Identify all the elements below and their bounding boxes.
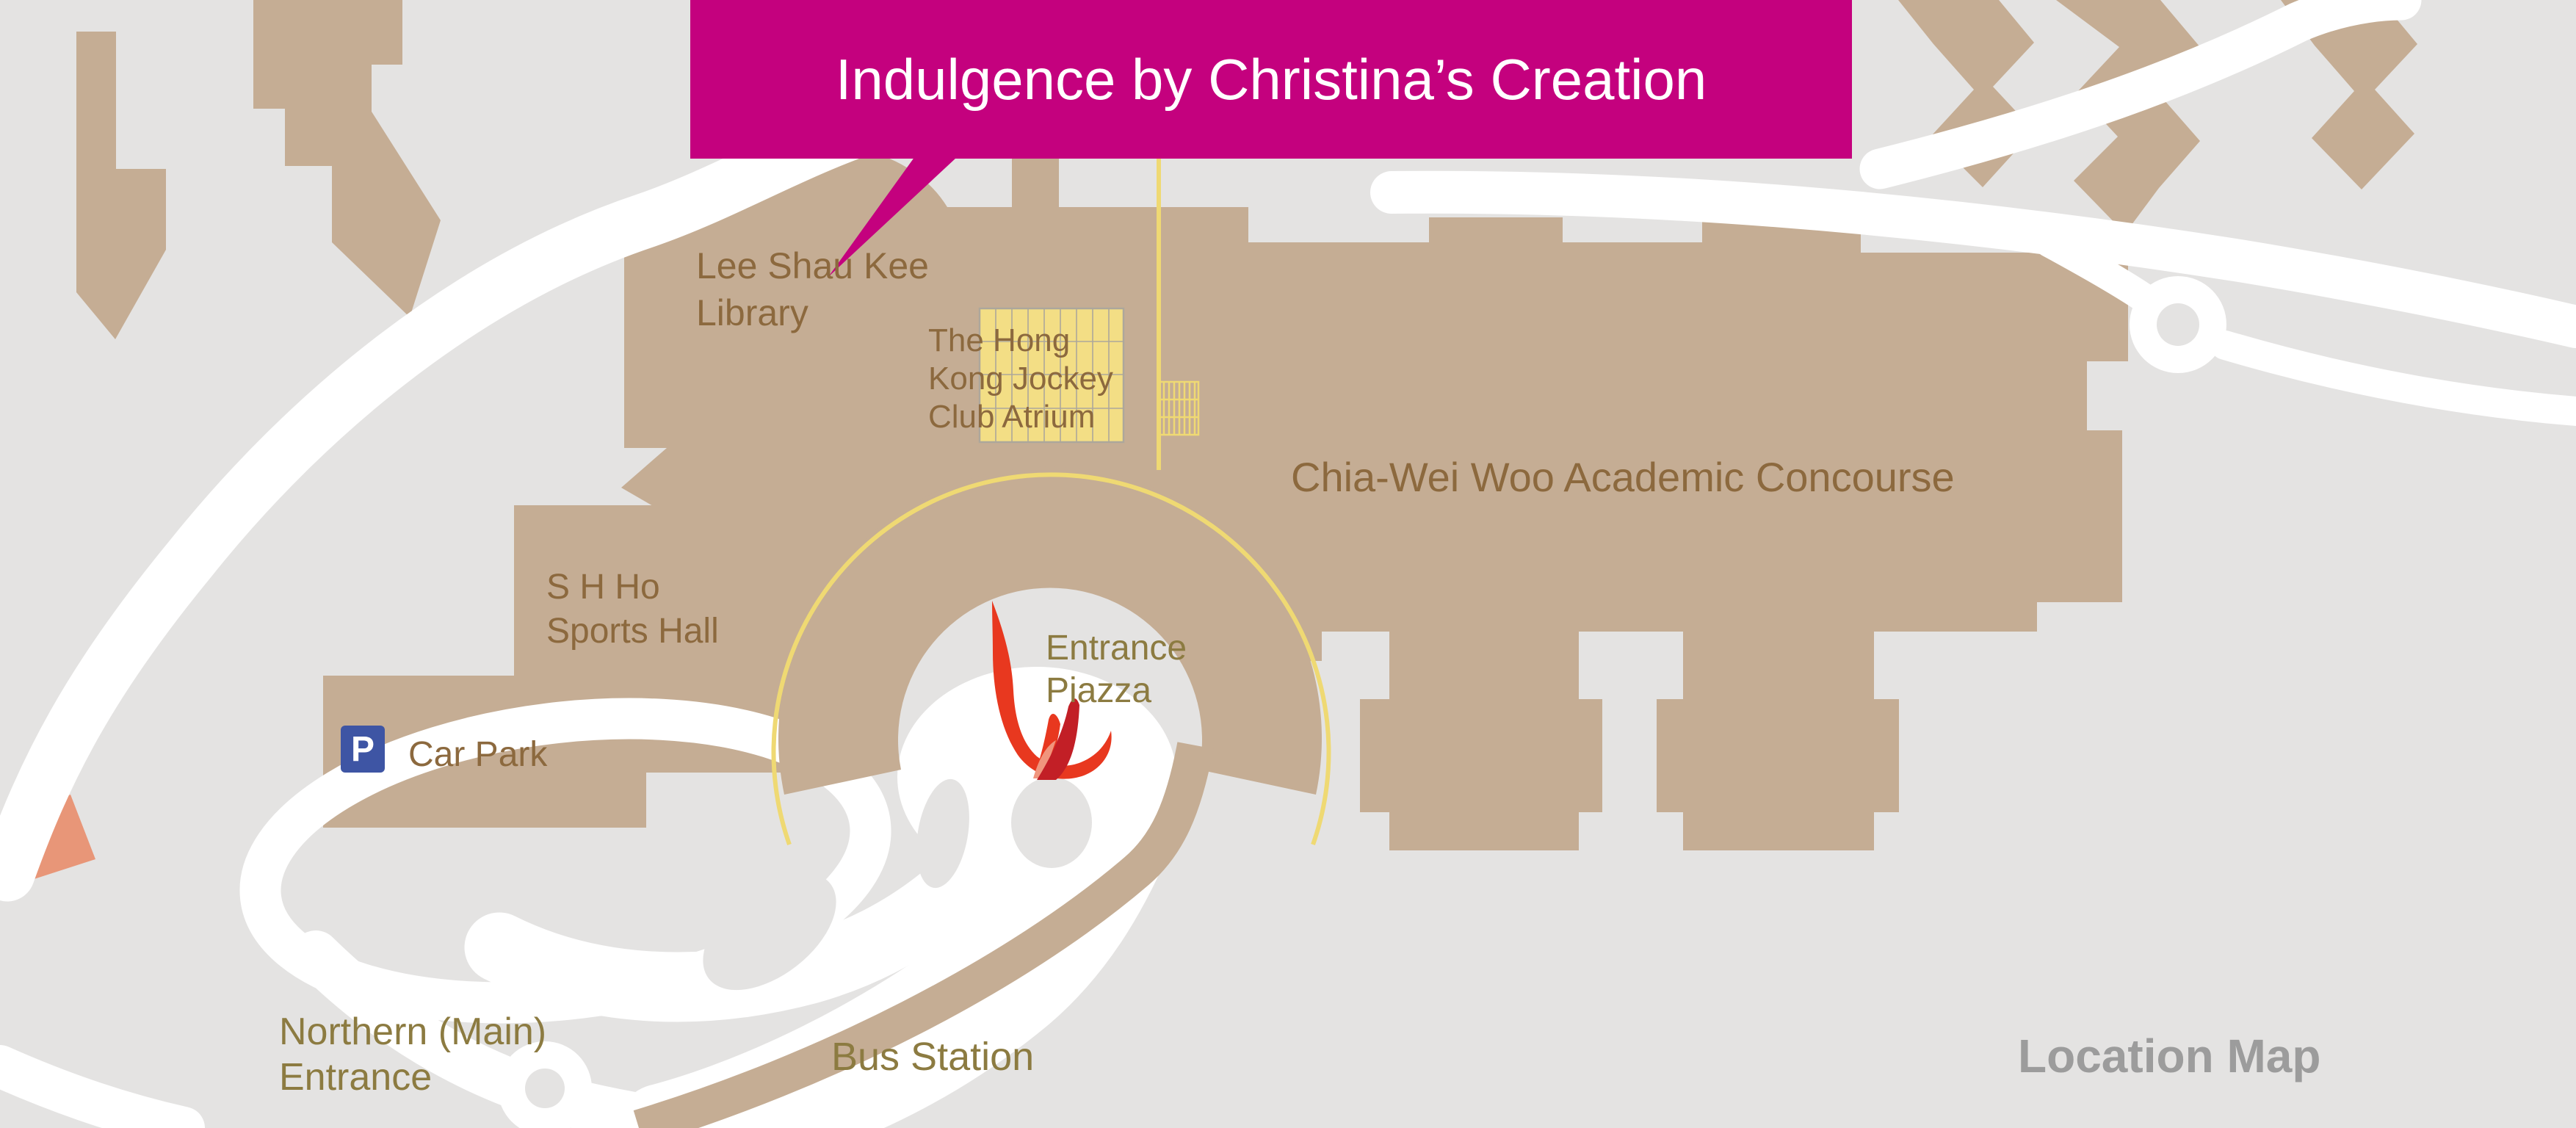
label-atrium-line1: The Hong: [928, 322, 1071, 358]
callout-banner: Indulgence by Christina’s Creation: [690, 0, 1852, 159]
flame-dark-blade: [1037, 698, 1079, 780]
label-bus-station: Bus Station: [831, 1035, 1035, 1079]
label-atrium-line3: Club Atrium: [928, 399, 1096, 435]
label-sports-hall-line2: Sports Hall: [546, 612, 719, 651]
road-northeast-branch: [1859, 0, 2422, 189]
parking-icon: P: [341, 726, 385, 773]
label-library-line2: Library: [696, 292, 808, 333]
road-bus-station-tan: [633, 742, 1214, 1128]
atrium-skylight-grid: [978, 307, 1125, 444]
road-north-main: [1370, 170, 2576, 348]
building-concourse: [1157, 207, 2128, 850]
label-northern-entrance-line2: Entrance: [279, 1056, 433, 1099]
callout-banner-label: Indulgence by Christina’s Creation: [835, 46, 1707, 112]
label-northern-entrance: Northern (Main) Entrance: [279, 1009, 546, 1100]
roundabout-east-island: [2157, 303, 2199, 346]
island-piazza-fork: [916, 778, 969, 889]
building-northwest-1: [76, 32, 166, 339]
flame-sculpture-icon: [992, 601, 1112, 780]
label-library: Lee Shau Kee Library: [696, 242, 929, 336]
label-sports-hall-line1: S H Ho: [546, 568, 660, 607]
island-under-flame: [1011, 777, 1092, 868]
building-entrance-arch: [778, 466, 1322, 795]
label-entrance-piazza-line1: Entrance: [1046, 629, 1187, 668]
building-northeast-3: [2281, 0, 2417, 189]
island-sw-1: [703, 872, 836, 991]
atrium-side-grid: [1157, 380, 1200, 436]
flame-main-swoosh: [992, 601, 1112, 779]
map-title: Location Map: [2018, 1030, 2321, 1082]
label-entrance-piazza: Entrance Piazza: [1046, 627, 1187, 712]
roundabout-main-entrance-island: [525, 1069, 565, 1108]
label-atrium-line2: Kong Jockey: [928, 361, 1113, 397]
label-entrance-piazza-line2: Piazza: [1046, 671, 1152, 710]
building-northwest-2: [253, 0, 441, 317]
yellow-arc: [771, 472, 1331, 845]
label-sports-hall: S H Ho Sports Hall: [546, 565, 719, 654]
label-northern-entrance-line1: Northern (Main): [279, 1010, 547, 1053]
flame-salmon-sliver: [1033, 740, 1056, 778]
road-southwest-corner: [0, 1045, 205, 1128]
label-atrium: The Hong Kong Jockey Club Atrium: [928, 322, 1113, 436]
label-concourse: Chia-Wei Woo Academic Concourse: [1291, 454, 1955, 500]
road-east-link: [2210, 330, 2576, 426]
road-west-diagonal: [0, 82, 953, 902]
label-library-line1: Lee Shau Kee: [696, 245, 929, 286]
label-car-park: Car Park: [408, 735, 548, 774]
building-northeast-2: [2056, 0, 2200, 234]
